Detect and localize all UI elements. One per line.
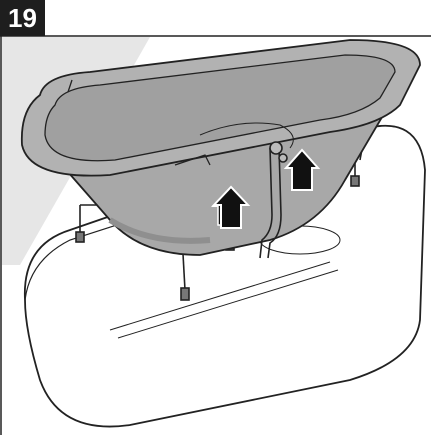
drain-pipe xyxy=(259,141,288,259)
bathtub xyxy=(20,39,421,256)
arrow-up-icon xyxy=(283,148,321,191)
arrow-up-icon xyxy=(211,185,251,229)
step-number-badge: 19 xyxy=(0,0,45,36)
